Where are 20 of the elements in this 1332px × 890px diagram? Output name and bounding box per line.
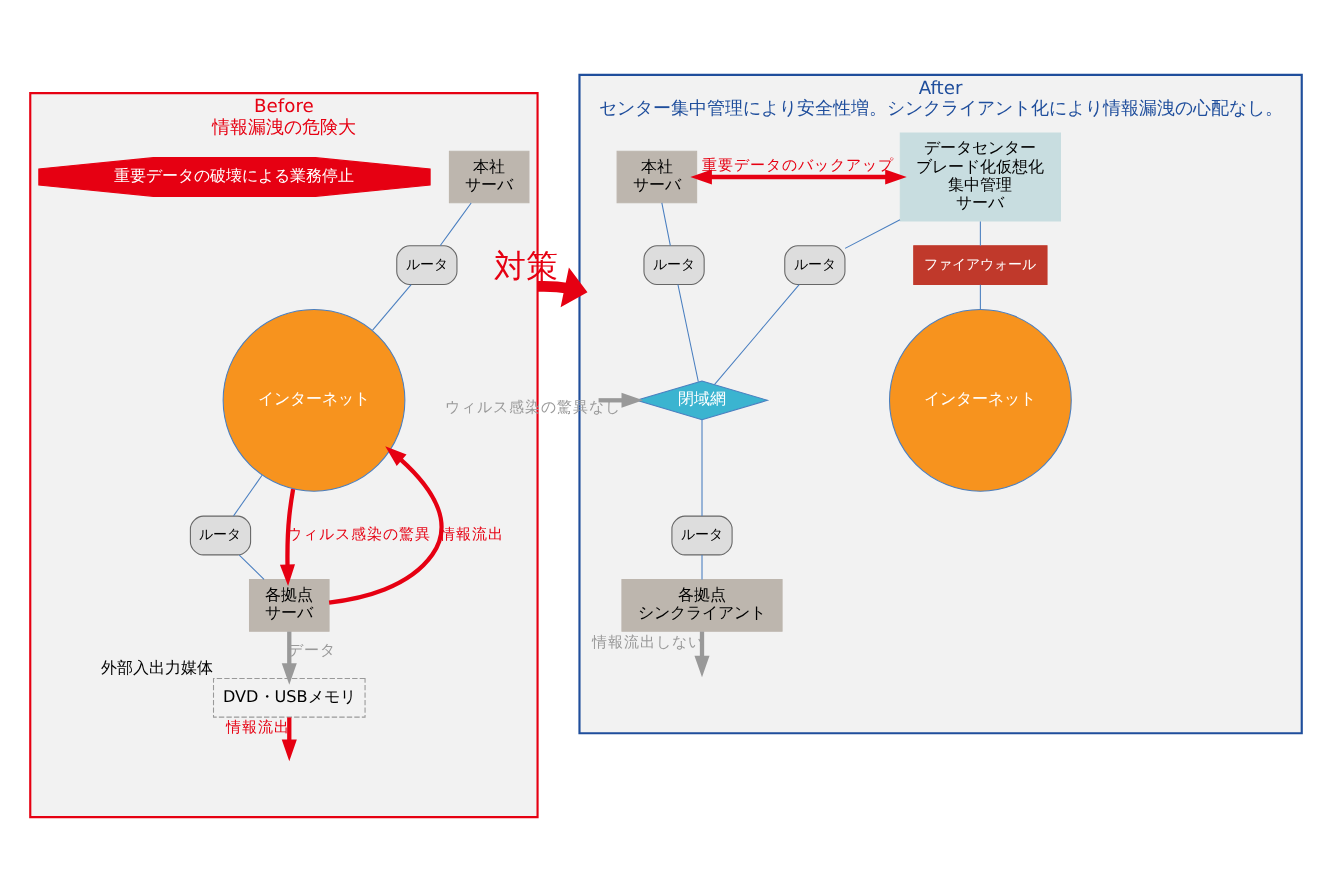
arrow (598, 391, 644, 407)
connector (372, 283, 412, 330)
arrow (279, 487, 296, 586)
arrow (281, 716, 297, 761)
arrow (281, 630, 297, 684)
connector (979, 220, 981, 246)
arrow (328, 445, 444, 604)
arrow (694, 630, 710, 677)
connector (233, 473, 263, 516)
arrow (537, 266, 588, 307)
connector (238, 553, 265, 579)
arrow (690, 168, 907, 184)
connector (979, 283, 981, 309)
connector (701, 418, 703, 516)
connector (844, 218, 901, 248)
connector (713, 283, 800, 385)
connector (439, 201, 472, 246)
connector (661, 201, 671, 246)
connector (677, 283, 699, 382)
connector (701, 553, 703, 579)
